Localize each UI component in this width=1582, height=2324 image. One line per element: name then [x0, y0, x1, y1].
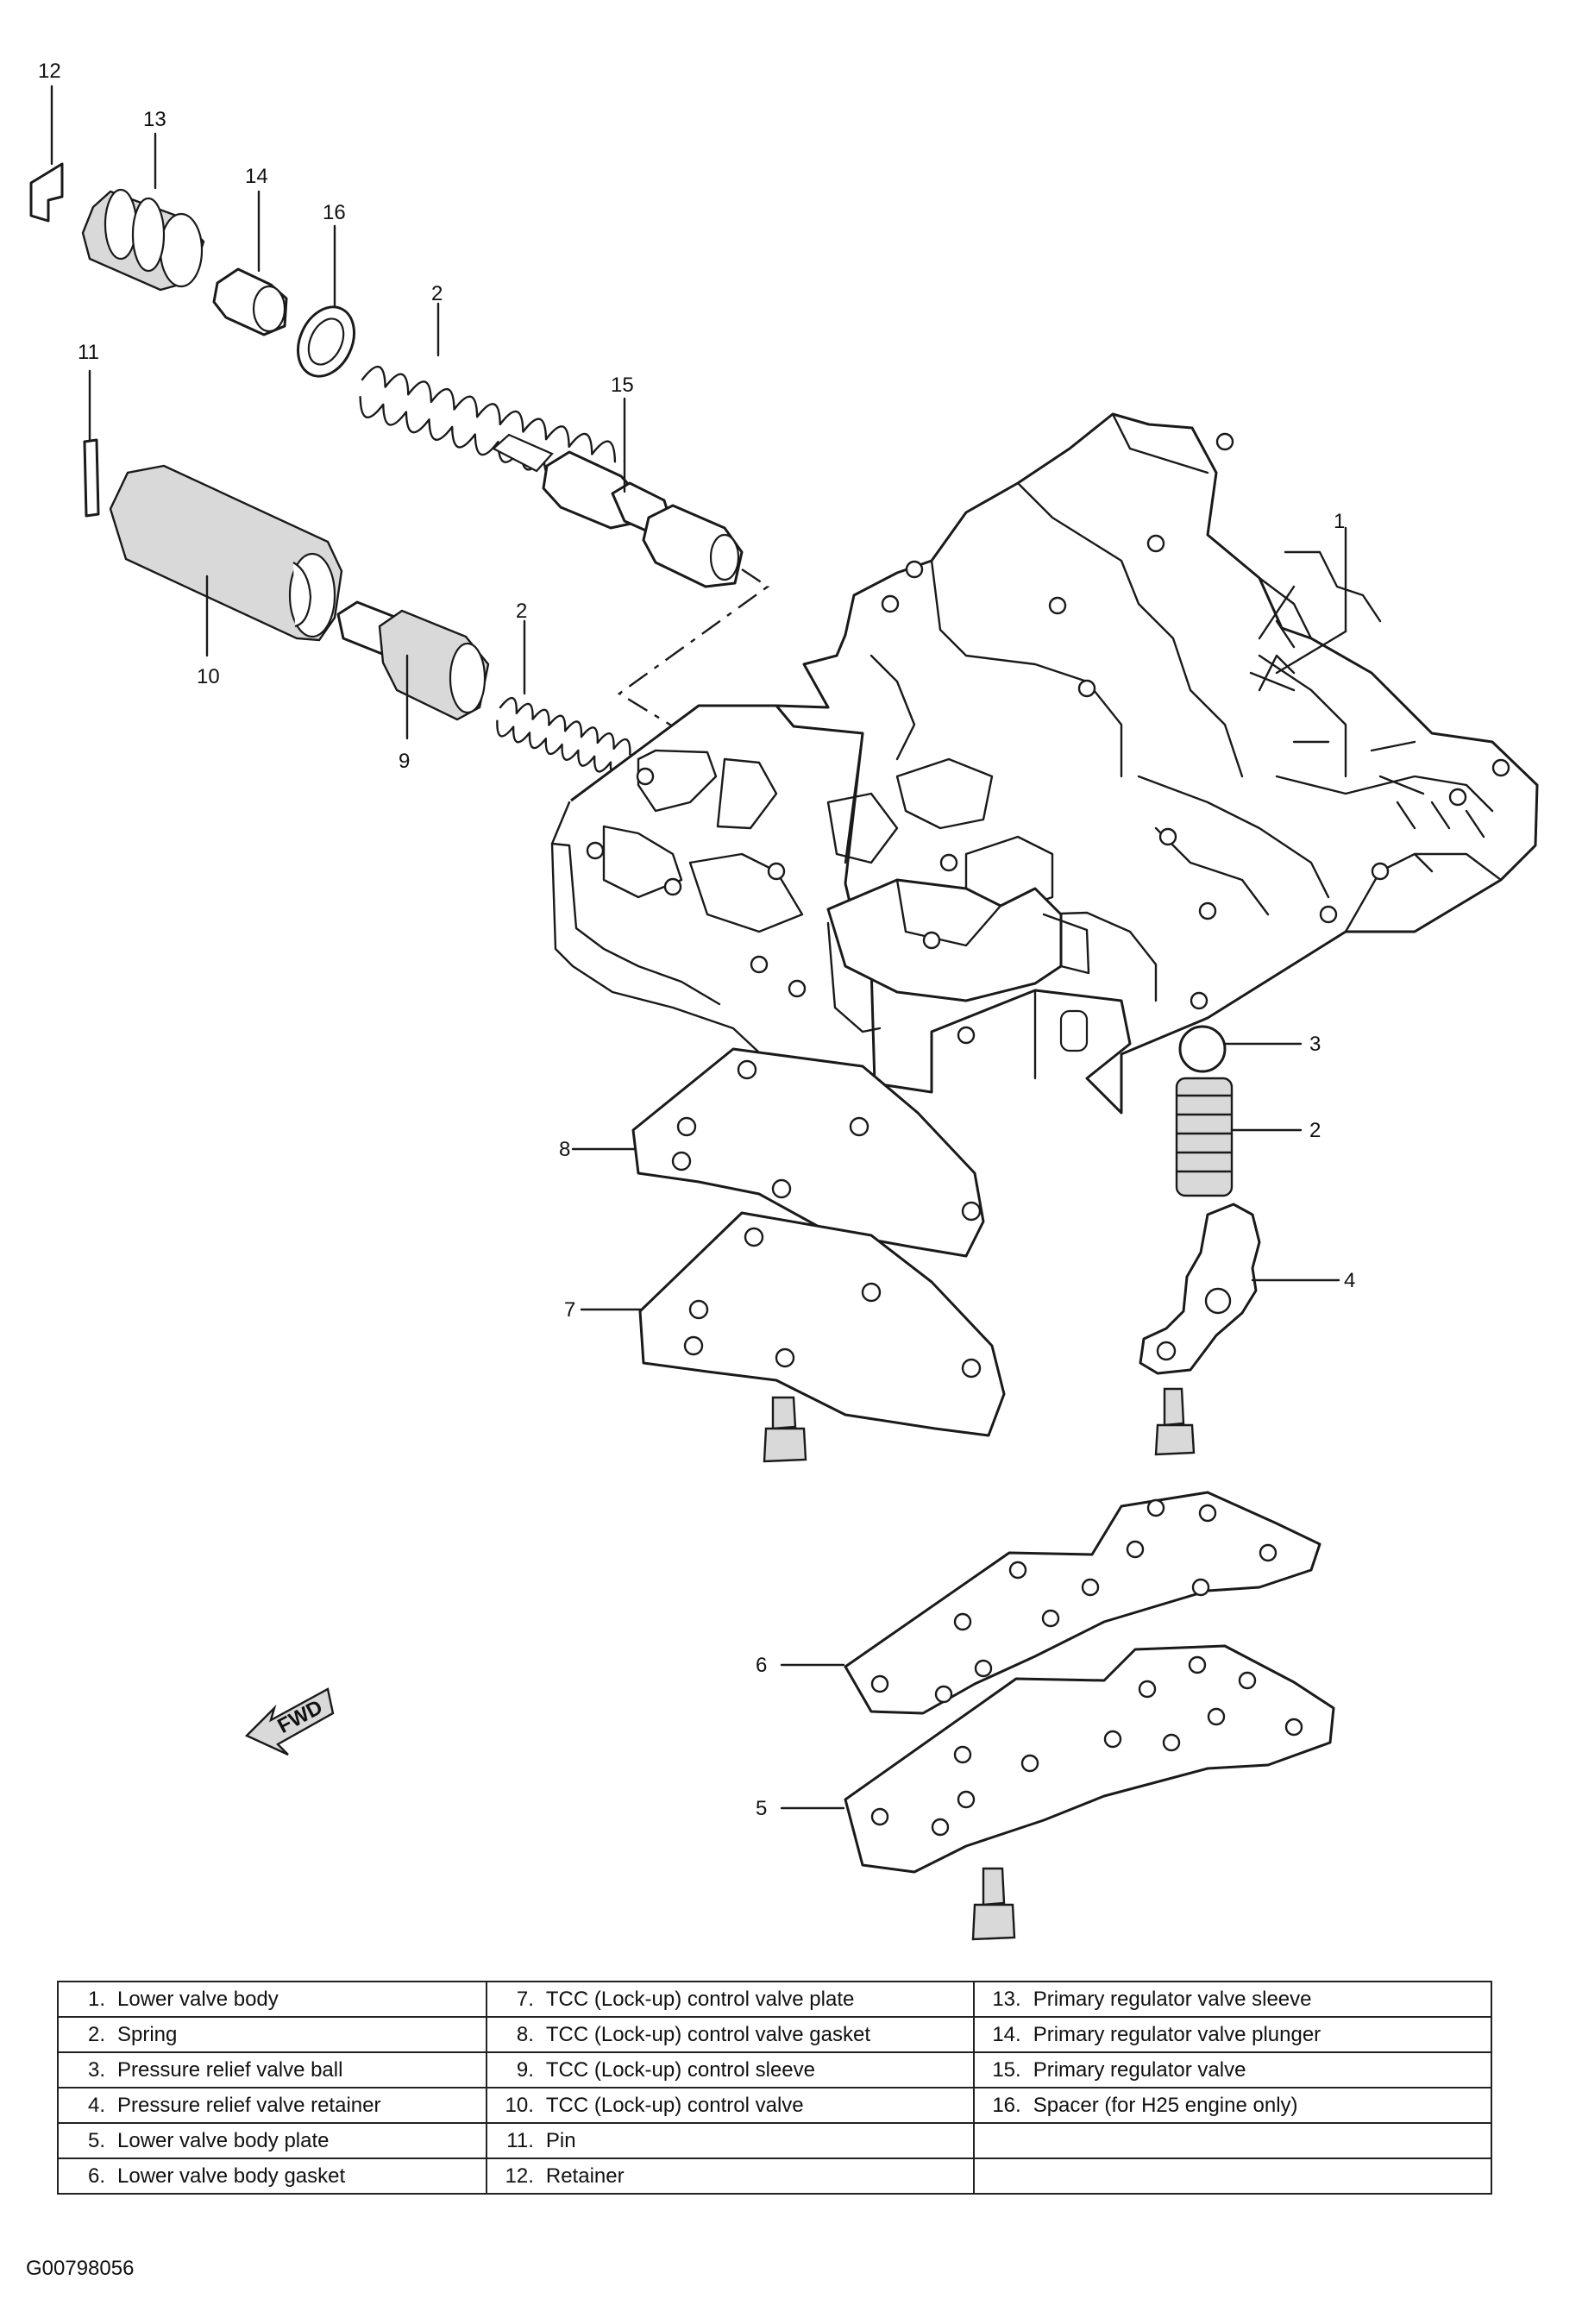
figure-code: G00798056: [26, 2257, 135, 2280]
callout-11: 11: [78, 341, 99, 364]
callout-16: 16: [323, 201, 346, 224]
legend-cell: 11. Pin: [485, 2122, 975, 2159]
part-lower-body-gasket-6: [780, 1491, 1321, 1715]
legend-cell: 13. Primary regulator valve sleeve: [972, 1981, 1493, 2018]
legend-item-number: 9.: [516, 2057, 534, 2082]
callout-5: 5: [756, 1797, 767, 1820]
callout-10: 10: [197, 665, 220, 688]
callout-2c: 2: [1309, 1119, 1321, 1142]
callout-2a: 2: [431, 282, 443, 305]
part-tcc-valve-10: [109, 464, 343, 657]
legend-row: 5. Lower valve body plate 11. Pin: [57, 2122, 1493, 2159]
legend-item-label: TCC (Lock-up) control valve gasket: [545, 2022, 871, 2046]
callout-12: 12: [38, 60, 61, 83]
legend-cell: 8. TCC (Lock-up) control valve gasket: [485, 2016, 975, 2053]
part-lower-valve-body-1: [550, 412, 1539, 1115]
callout-labels: 1 2 2 2 3 4 5 6 7 8 9 10 11 12 13 14 15 …: [38, 60, 1355, 1820]
legend-item-label: Lower valve body: [117, 1987, 279, 2011]
legend-cell: 2. Spring: [57, 2016, 487, 2053]
legend-cell: 4. Pressure relief valve retainer: [57, 2087, 487, 2124]
part-regulator-valve-15: [492, 397, 744, 588]
exploded-view-diagram: FWD 1 2 2 2 3 4 5 6 7 8 9 10 11 12 13 14…: [29, 60, 1539, 1941]
legend-item-number: 13.: [992, 1987, 1021, 2011]
legend-item-number: 14.: [992, 2022, 1021, 2046]
part-bolt-middle: [763, 1396, 807, 1463]
callout-3: 3: [1309, 1033, 1321, 1056]
legend-cell: 1. Lower valve body: [57, 1981, 487, 2018]
legend-cell: 16. Spacer (for H25 engine only): [972, 2087, 1493, 2124]
legend-item-number: 4.: [87, 2093, 105, 2117]
legend-item-label: Retainer: [545, 2164, 625, 2188]
part-regulator-sleeve-13: [81, 132, 205, 292]
callout-2b: 2: [516, 600, 527, 623]
legend-cell: 3. Pressure relief valve ball: [57, 2051, 487, 2088]
legend-cell: [972, 2158, 1493, 2195]
legend-item-number: 6.: [87, 2164, 105, 2188]
forward-direction-arrow: FWD: [244, 1687, 335, 1756]
callout-15: 15: [611, 374, 634, 397]
callout-13: 13: [143, 108, 166, 131]
legend-item-label: Pressure relief valve ball: [117, 2057, 343, 2082]
legend-row: 3. Pressure relief valve ball 9. TCC (Lock-…: [57, 2051, 1493, 2088]
legend-item-label: Primary regulator valve: [1033, 2057, 1246, 2082]
legend-item-number: 15.: [992, 2057, 1021, 2082]
legend-cell: 7. TCC (Lock-up) control valve plate: [485, 1981, 975, 2018]
legend-cell: [972, 2122, 1493, 2159]
legend-item-number: 10.: [505, 2093, 534, 2117]
legend-row: 6. Lower valve body gasket 12. Retainer: [57, 2158, 1493, 2195]
legend-cell: 12. Retainer: [485, 2158, 975, 2195]
legend-item-label: Lower valve body plate: [117, 2128, 330, 2152]
legend-item-label: Spacer (for H25 engine only): [1033, 2093, 1298, 2117]
callout-7: 7: [564, 1298, 575, 1322]
parts-legend-table: 1. Lower valve body 7. TCC (Lock-up) contro…: [57, 1981, 1493, 2195]
callout-9: 9: [399, 750, 410, 773]
legend-item-number: 8.: [516, 2022, 534, 2046]
part-tcc-gasket-8: [571, 1047, 985, 1258]
legend-item-number: 1.: [87, 1987, 105, 2011]
callout-14: 14: [245, 165, 268, 188]
legend-cell: 9. TCC (Lock-up) control sleeve: [485, 2051, 975, 2088]
part-bolt-lower: [971, 1867, 1016, 1941]
part-spacer-16: [297, 224, 355, 378]
legend-item-number: 7.: [516, 1987, 534, 2011]
part-lower-body-plate-5: [780, 1644, 1335, 1874]
callout-4: 4: [1344, 1269, 1355, 1292]
legend-item-number: 16.: [992, 2093, 1021, 2117]
legend-row: 4. Pressure relief valve retainer 10. TCC (…: [57, 2087, 1493, 2124]
part-relief-ball-3: [1178, 1025, 1303, 1073]
legend-item-label: Spring: [117, 2022, 178, 2046]
part-retainer-12: [29, 85, 64, 223]
legend-item-number: 5.: [87, 2128, 105, 2152]
part-tcc-plate-7: [580, 1211, 1006, 1437]
legend-row: 2. Spring 8. TCC (Lock-up) control valve ga…: [57, 2016, 1493, 2053]
part-regulator-plunger-14: [212, 190, 288, 336]
legend-item-label: Pressure relief valve retainer: [117, 2093, 381, 2117]
legend-item-label: Primary regulator valve plunger: [1033, 2022, 1321, 2046]
legend-item-label: Lower valve body gasket: [117, 2164, 346, 2188]
callout-8: 8: [559, 1138, 570, 1161]
legend-item-label: TCC (Lock-up) control valve: [545, 2093, 804, 2117]
legend-cell: 5. Lower valve body plate: [57, 2122, 487, 2159]
part-bolt-right: [1154, 1387, 1196, 1456]
legend-cell: 14. Primary regulator valve plunger: [972, 2016, 1493, 2053]
part-relief-retainer-4: [1139, 1203, 1340, 1375]
legend-row: 1. Lower valve body 7. TCC (Lock-up) contro…: [57, 1981, 1493, 2018]
callout-1: 1: [1334, 510, 1345, 533]
legend-cell: 6. Lower valve body gasket: [57, 2158, 487, 2195]
part-spring-2-middle: [496, 619, 631, 779]
legend-item-label: Pin: [545, 2128, 576, 2152]
callout-6: 6: [756, 1654, 767, 1677]
legend-item-label: TCC (Lock-up) control valve plate: [545, 1987, 855, 2011]
legend-item-label: Primary regulator valve sleeve: [1033, 1987, 1312, 2011]
legend-item-number: 12.: [505, 2164, 534, 2188]
legend-cell: 15. Primary regulator valve: [972, 2051, 1493, 2088]
legend-item-number: 2.: [87, 2022, 105, 2046]
part-pin-11: [83, 369, 100, 518]
legend-item-number: 11.: [506, 2128, 534, 2152]
part-tcc-sleeve-9: [336, 600, 490, 740]
legend-item-number: 3.: [87, 2057, 105, 2082]
legend-item-label: TCC (Lock-up) control sleeve: [545, 2057, 815, 2082]
legend-cell: 10. TCC (Lock-up) control valve: [485, 2087, 975, 2124]
part-spring-2-lower: [1175, 1077, 1303, 1197]
